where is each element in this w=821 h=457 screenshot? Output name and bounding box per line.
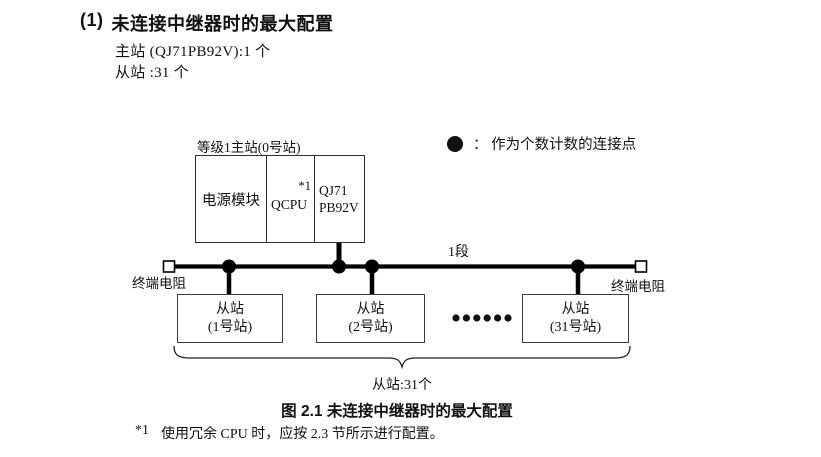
terminator-left-square (162, 260, 176, 273)
slave-station-2-box: 从站 (2号站) (316, 294, 425, 343)
section-number: (1) (80, 10, 104, 30)
connection-dot-slave31 (571, 259, 585, 274)
qcpu-cell: *1 QCPU (266, 156, 314, 242)
connection-point-dot-icon (447, 135, 463, 152)
terminator-right-square (634, 260, 648, 273)
slave-station-number: (31号站) (549, 319, 602, 335)
qj71-label-line2: PB92V (319, 200, 359, 215)
footnote-reference: *1 (298, 179, 312, 193)
slave-count-brace (173, 345, 631, 370)
footnote: *1 使用冗余 CPU 时，应按 2.3 节所示进行配置。 (135, 423, 444, 443)
master-station-box: 电源模块 *1 QCPU QJ71 PB92V (195, 155, 365, 243)
slave-name: 从站 (216, 301, 244, 317)
terminator-left-label: 终端电阻 (132, 276, 186, 291)
slave-station-number: (1号站) (207, 319, 253, 335)
legend-text: ： 作为个数计数的连接点 (473, 137, 637, 153)
segment-label: 1段 (448, 245, 469, 260)
power-module-cell: 电源模块 (202, 192, 260, 209)
section-title: 未连接中继器时的最大配置 (111, 14, 334, 34)
ellipsis-dots (452, 314, 512, 322)
qj71pb92v-cell: QJ71 PB92V (314, 156, 364, 242)
connection-dot-slave2 (365, 259, 379, 274)
footnote-text: 使用冗余 CPU 时，应按 2.3 节所示进行配置。 (161, 427, 444, 442)
connection-dot-master (332, 259, 346, 274)
connection-dot-slave1 (222, 259, 236, 274)
qcpu-label: QCPU (271, 197, 308, 212)
slave-name: 从站 (561, 301, 590, 317)
footnote-marker: *1 (135, 423, 149, 438)
slave-station-31-box: 从站 (31号站) (522, 294, 629, 343)
figure-caption: 图 2.1 未连接中继器时的最大配置 (281, 403, 513, 420)
terminator-right-label: 终端电阻 (611, 279, 665, 294)
master-count-line: 主站 (QJ71PB92V):1 个 (115, 44, 271, 60)
slave-total-label: 从站:31个 (372, 378, 432, 393)
master-station-label: 等级1主站(0号站) (197, 140, 301, 155)
slave-count-line: 从站 :31 个 (115, 65, 190, 81)
qj71-label-line1: QJ71 (319, 183, 348, 198)
slave-station-1-box: 从站 (1号站) (177, 294, 283, 343)
slave-station-number: (2号站) (348, 319, 393, 335)
section-heading: (1) 未连接中继器时的最大配置 (80, 10, 334, 36)
slave-name: 从站 (356, 301, 385, 317)
legend: ： 作为个数计数的连接点 (447, 133, 636, 154)
